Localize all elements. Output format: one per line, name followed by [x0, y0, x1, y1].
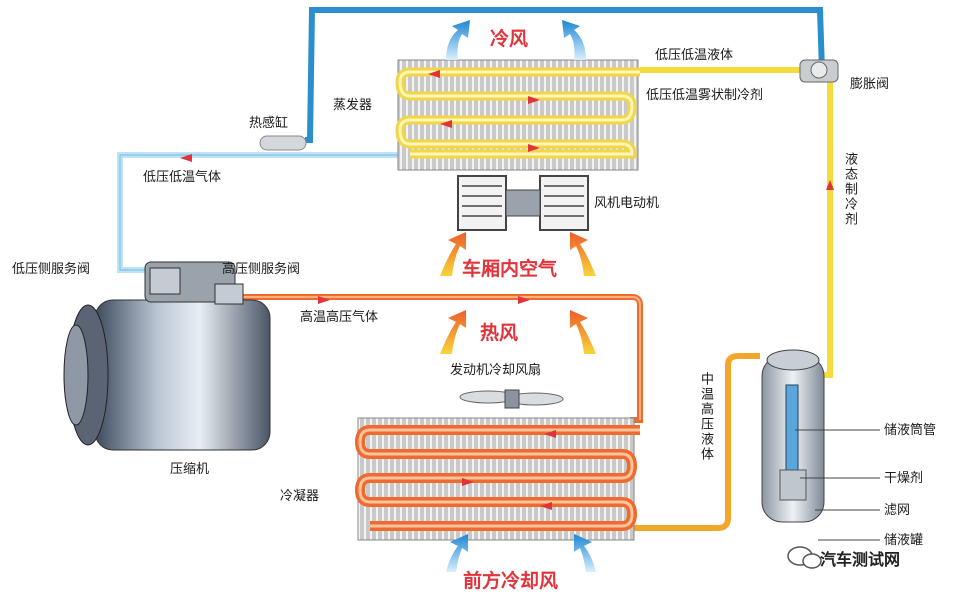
cabin-air-arrows: [440, 232, 596, 276]
low-pressure-top-line: [305, 7, 825, 143]
receiver-drier: [761, 349, 825, 523]
mid-temp-liquid-line: [630, 353, 760, 531]
mid-temp-liquid-label: 中温高压液体: [698, 372, 713, 462]
engine-fan-label: 发动机冷却风扇: [450, 363, 542, 378]
hot-air-label: 热风: [480, 322, 519, 344]
receiver-label: 储液罐: [884, 533, 924, 548]
cabin-air-label: 车厢内空气: [462, 258, 558, 280]
evaporator-label: 蒸发器: [333, 98, 373, 113]
hot-air-arrows: [440, 310, 596, 354]
compressor: [63, 261, 271, 451]
engine-fan: [459, 389, 564, 409]
liquid-refrigerant-label: 液态制冷剂: [842, 152, 857, 227]
high-temp-gas-label: 高温高压气体: [300, 310, 379, 325]
cold-air-label: 冷风: [490, 28, 529, 50]
wechat-icon: [787, 546, 822, 569]
cold-air-arrows: [446, 20, 586, 60]
watermark: 汽车测试网: [820, 550, 901, 569]
heat-bulb: [259, 135, 307, 151]
low-side-valve-label: 低压侧服务阀: [12, 262, 91, 277]
heat-bulb-label: 热感缸: [249, 116, 289, 131]
condenser-label: 冷凝器: [280, 489, 320, 504]
liquid-refrigerant-line: [802, 80, 833, 378]
flow-arrows: [180, 70, 834, 510]
callout-lines: [795, 429, 880, 541]
front-cooling-air-label: 前方冷却风: [463, 570, 559, 592]
evaporator: [395, 59, 640, 171]
expansion-valve: [799, 59, 839, 83]
low-temp-liquid-label: 低压低温液体: [655, 48, 734, 63]
mist-refrigerant-label: 低压低温雾状制冷剂: [646, 88, 764, 103]
expansion-valve-label: 膨胀阀: [850, 77, 890, 92]
desiccant-label: 干燥剂: [884, 471, 924, 486]
filter-label: 滤网: [884, 503, 911, 518]
front-cooling-air-arrows: [446, 534, 596, 572]
blower-motor: [457, 175, 589, 231]
high-side-valve-label: 高压侧服务阀: [222, 262, 301, 277]
low-temp-gas-label: 低压低温气体: [143, 170, 222, 185]
receiver-tube-label: 储液筒管: [884, 423, 937, 438]
condenser: [354, 417, 640, 541]
compressor-label: 压缩机: [170, 462, 210, 477]
blower-motor-label: 风机电动机: [594, 196, 660, 211]
